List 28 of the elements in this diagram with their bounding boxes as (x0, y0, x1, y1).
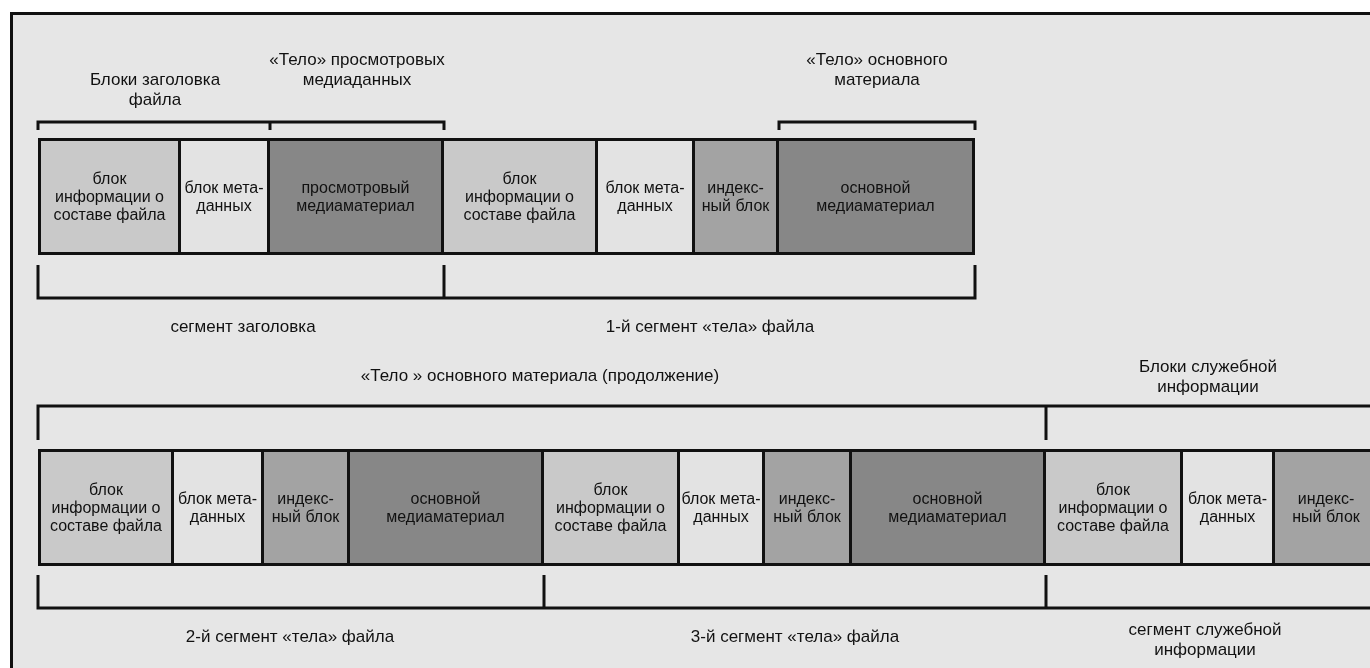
media-block: основной медиаматериал (849, 449, 1046, 566)
metadata-block: блок мета- данных (595, 138, 695, 255)
metadata-block: блок мета- данных (677, 449, 765, 566)
bracket-label: сегмент служебной информации (1127, 620, 1283, 660)
index-block: индекс- ный блок (692, 138, 779, 255)
bracket-label: 3-й сегмент «тела» файла (689, 627, 901, 647)
media-block: основной медиаматериал (347, 449, 544, 566)
bracket-label: Блоки служебной информации (1138, 357, 1278, 397)
index-block: индекс- ный блок (261, 449, 350, 566)
index-block: индекс- ный блок (762, 449, 852, 566)
info-block: блок информации о составе файла (541, 449, 680, 566)
bracket-label: «Тело » основного материала (продолжение) (359, 366, 721, 386)
media-block: просмотровый медиаматериал (267, 138, 444, 255)
metadata-block: блок мета- данных (171, 449, 264, 566)
media-block: основной медиаматериал (776, 138, 975, 255)
bracket-label: сегмент заголовка (169, 317, 317, 337)
bracket-label: 1-й сегмент «тела» файла (604, 317, 816, 337)
info-block: блок информации о составе файла (441, 138, 598, 255)
bracket-label: «Тело» просмотровых медиаданных (268, 50, 446, 90)
info-block: блок информации о составе файла (38, 138, 181, 255)
metadata-block: блок мета- данных (1180, 449, 1275, 566)
index-block: индекс- ный блок (1272, 449, 1370, 566)
info-block: блок информации о составе файла (38, 449, 174, 566)
bracket-label: 2-й сегмент «тела» файла (184, 627, 396, 647)
info-block: блок информации о составе файла (1043, 449, 1183, 566)
bracket-label: Блоки заголовка файла (88, 70, 222, 110)
bracket-label: «Тело» основного материала (805, 50, 949, 90)
metadata-block: блок мета- данных (178, 138, 270, 255)
